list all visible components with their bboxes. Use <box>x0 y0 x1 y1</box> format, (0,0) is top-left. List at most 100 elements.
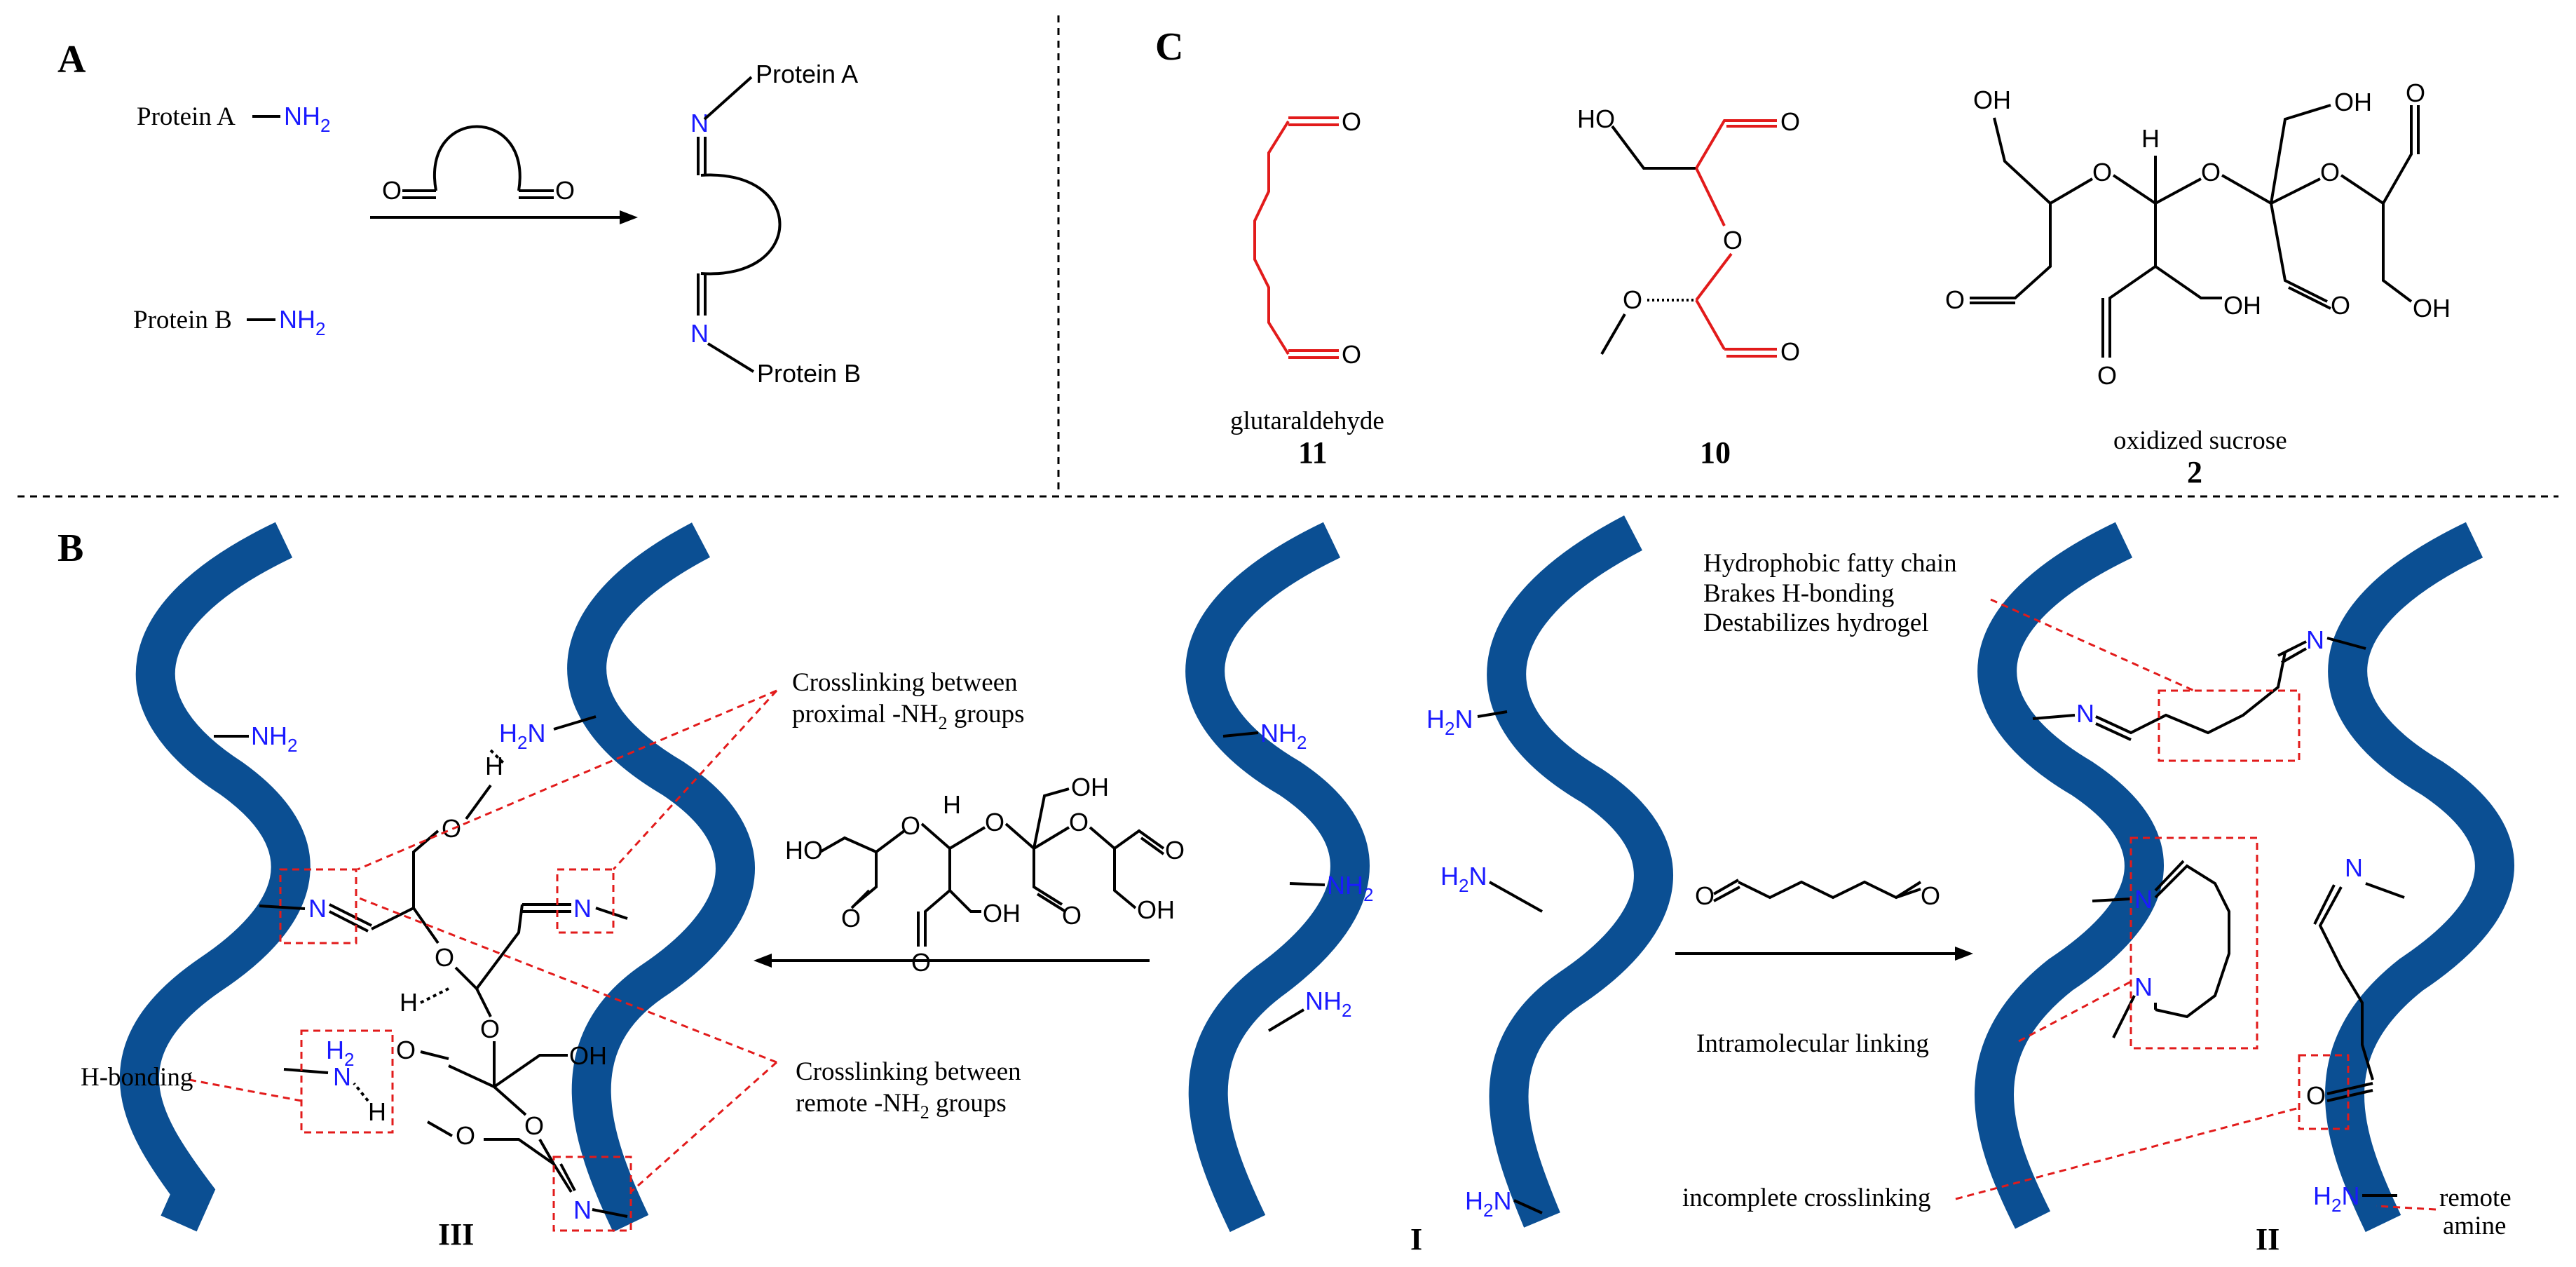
structure-iii-amines: NH2 H2N <box>214 715 597 756</box>
svg-text:N: N <box>2134 885 2153 914</box>
svg-text:O: O <box>555 176 575 205</box>
svg-text:OH: OH <box>1973 86 2011 114</box>
panel-label-c: C <box>1155 25 1183 69</box>
incomplete-crosslinking-label: incomplete crosslinking <box>1682 1184 1931 1212</box>
svg-text:N: N <box>2345 853 2363 882</box>
svg-text:O: O <box>1945 285 1965 314</box>
svg-text:H: H <box>400 988 418 1017</box>
svg-text:O: O <box>1062 901 1082 930</box>
protein-b-label: Protein B <box>133 306 232 334</box>
panel-label-a: A <box>57 38 86 81</box>
svg-text:O: O <box>1165 836 1185 865</box>
crosslink-remote-label-line-2: remote -NH2 groups <box>796 1089 1007 1123</box>
svg-text:N: N <box>690 319 709 348</box>
svg-text:O: O <box>456 1121 475 1150</box>
highlight-box-imine-left <box>279 868 357 944</box>
svg-text:N: N <box>333 1062 351 1091</box>
svg-text:H2N: H2N <box>1426 705 1473 739</box>
highlight-box-hydrophobic-chain <box>2158 689 2301 762</box>
crosslink-proximal-label-line-2: proximal -NH2 groups <box>792 700 1025 733</box>
panel-label-b: B <box>57 527 83 570</box>
svg-text:O: O <box>911 948 931 977</box>
remote-amine-label-line-1: remote <box>2439 1184 2512 1212</box>
structure-ii-crosslinks: N N N N N O H2N <box>2032 625 2405 1216</box>
oxidized-sucrose-name: oxidized sucrose <box>2113 426 2287 455</box>
bis-imine-product: N Protein A N Protein B <box>690 60 861 388</box>
svg-text:O: O <box>2320 158 2340 187</box>
svg-text:HO: HO <box>1577 104 1615 133</box>
protein-chain-ii-left <box>1975 522 2164 1229</box>
pointer-intramolecular <box>2018 980 2132 1043</box>
svg-text:OH: OH <box>983 899 1021 928</box>
pointer-h-bonding <box>189 1078 302 1102</box>
svg-text:N: N <box>690 109 709 137</box>
glutaraldehyde-number: 11 <box>1298 435 1328 470</box>
dialdehyde-crosslinker: O O <box>382 125 575 205</box>
svg-text:O: O <box>524 1111 544 1140</box>
svg-text:H2N: H2N <box>499 719 545 753</box>
svg-text:OH: OH <box>2413 294 2451 323</box>
svg-text:O: O <box>382 176 402 205</box>
pointer-remote-2 <box>630 1061 777 1193</box>
svg-text:H2N: H2N <box>1465 1186 1511 1221</box>
pointer-proximal-1 <box>357 689 777 871</box>
reagent-glutaraldehyde: O O <box>1695 879 1940 910</box>
reaction-arrowhead-a <box>620 210 638 224</box>
svg-text:O: O <box>2306 1081 2326 1110</box>
pointer-remote-amine <box>2376 1205 2437 1211</box>
glutaraldehyde-name: glutaraldehyde <box>1230 407 1384 435</box>
h-bonding-label: H-bonding <box>81 1063 193 1092</box>
highlight-box-h-bonding <box>300 1029 394 1134</box>
svg-text:O: O <box>480 1015 500 1043</box>
crosslink-remote-label-line-1: Crosslinking between <box>796 1057 1021 1086</box>
svg-text:O: O <box>1623 285 1642 314</box>
svg-text:N: N <box>308 894 327 923</box>
svg-text:H2: H2 <box>326 1036 354 1070</box>
remote-amine-label-line-2: amine <box>2443 1212 2506 1240</box>
svg-text:H2N: H2N <box>1440 862 1487 896</box>
svg-text:O: O <box>2406 79 2425 107</box>
protein-b-amine: NH2 <box>279 305 325 339</box>
hydrophobic-label-line-2: Brakes H-bonding <box>1703 579 1894 608</box>
highlight-box-intramolecular <box>2129 836 2258 1050</box>
svg-text:N: N <box>573 894 592 923</box>
oxidized-sucrose-number: 2 <box>2187 455 2202 489</box>
svg-text:Protein B: Protein B <box>757 359 861 388</box>
svg-text:OH: OH <box>1071 773 1109 801</box>
pointer-proximal-2 <box>612 689 778 871</box>
hydrophobic-label-line-3: Destabilizes hydrogel <box>1703 609 1929 637</box>
svg-text:O: O <box>901 811 920 840</box>
svg-text:N: N <box>2134 973 2153 1001</box>
svg-text:Protein A: Protein A <box>756 60 858 88</box>
svg-text:N: N <box>2306 625 2324 654</box>
highlight-box-imine-right <box>556 868 615 934</box>
protein-chain-iii-left <box>119 522 311 1232</box>
svg-text:OH: OH <box>1137 895 1175 924</box>
svg-text:OH: OH <box>2334 88 2372 116</box>
oxidized-sucrose-structure: OH O O H OH O O OH O O O OH <box>1945 79 2451 390</box>
reaction-arrowhead-to-ii <box>1955 947 1973 961</box>
svg-text:H2N: H2N <box>2313 1181 2359 1216</box>
protein-a-label: Protein A <box>137 102 236 131</box>
svg-text:H: H <box>485 752 503 780</box>
structure-iii-sucrose-linker: H O N O N H O O OH O N O H H <box>259 749 628 1224</box>
svg-text:O: O <box>1695 881 1715 910</box>
svg-text:O: O <box>2092 158 2112 187</box>
svg-text:N: N <box>573 1195 592 1224</box>
svg-text:OH: OH <box>569 1041 607 1070</box>
structure-label-iii: III <box>438 1217 474 1252</box>
svg-text:O: O <box>841 904 861 933</box>
intramolecular-label: Intramolecular linking <box>1696 1029 1929 1058</box>
protein-chain-iii-right <box>567 522 755 1233</box>
reagent-oxidized-sucrose: HO O O H O OH O OH O O O OH <box>785 773 1185 977</box>
svg-text:OH: OH <box>2223 291 2261 320</box>
svg-text:O: O <box>1780 107 1800 136</box>
protein-chain-ii-middle <box>1487 515 1673 1228</box>
reaction-arrowhead-to-iii <box>754 954 772 968</box>
svg-text:O: O <box>2097 361 2117 390</box>
svg-text:O: O <box>2331 291 2350 320</box>
svg-text:O: O <box>396 1036 416 1064</box>
compound-10-number: 10 <box>1700 435 1731 470</box>
structure-i-amines: NH2 NH2 NH2 <box>1222 719 1373 1032</box>
